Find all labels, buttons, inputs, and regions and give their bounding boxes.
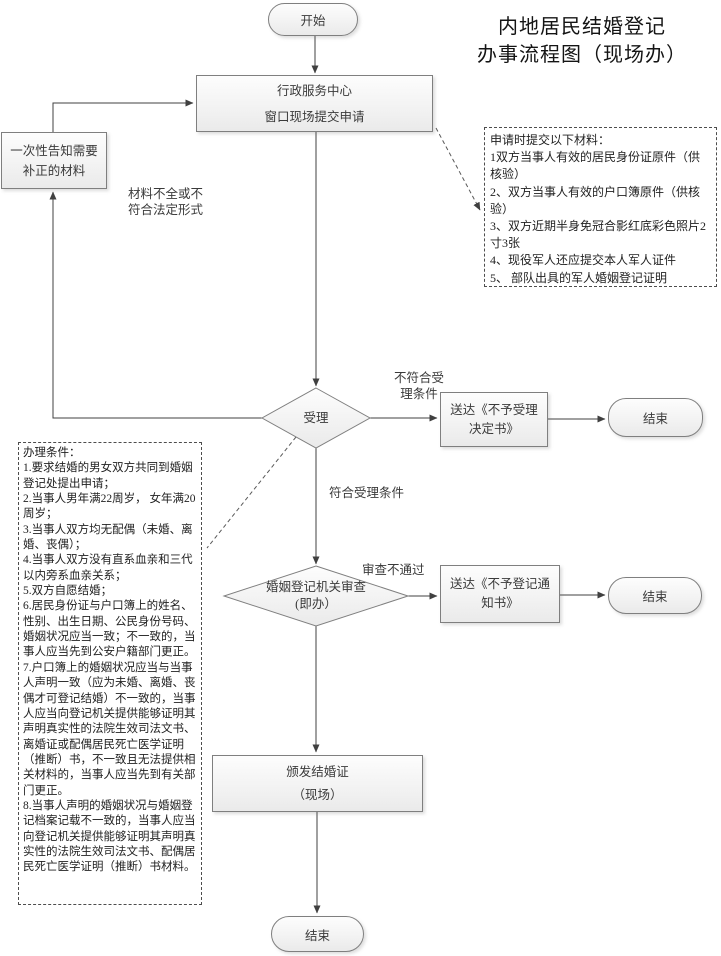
not-meet-line2: 理条件: [400, 387, 438, 401]
incomplete-line1: 材料不全或不: [128, 187, 204, 201]
admin-center-line2: 窗口现场提交申请: [264, 109, 365, 124]
conditions-note-item: 4.当事人双方没有直系血亲和三代以内旁系血亲关系；: [23, 554, 193, 582]
issue-certificate-node: 颁发结婚证 （现场）: [212, 755, 423, 812]
edge-label-incomplete-materials: 材料不全或不 符合法定形式: [128, 186, 203, 218]
review-line2: (即办）: [295, 597, 337, 611]
review-diamond: [222, 565, 410, 627]
conditions-note-title: 办理条件：: [23, 447, 81, 459]
edge-label-meet-conditions: 符合受理条件: [329, 486, 405, 500]
conditions-note-item: 6.居民身份证与户口簿上的姓名、性别、出生日期、公民身份号码、婚姻状况应当一致；…: [23, 600, 196, 659]
end-node-1: 结束: [608, 398, 703, 437]
materials-note-item: 2、双方当事人有效的户口簿原件（供核验）: [490, 184, 701, 216]
conditions-note-item: 2.当事人男年满22周岁， 女年满20周岁；: [23, 493, 196, 521]
issue-certificate-line1: 颁发结婚证: [286, 764, 349, 779]
materials-note-item: 3、双方近期半身免冠合影红底彩色照片2寸3张: [490, 219, 707, 251]
not-meet-line1: 不符合受: [393, 371, 444, 385]
end-node-3: 结束: [271, 916, 364, 952]
end-node-2: 结束: [608, 577, 702, 614]
conditions-note-item: 3.当事人双方均无配偶（未婚、离婚、丧偶）；: [23, 523, 193, 552]
end-node-2-label: 结束: [642, 590, 668, 604]
materials-note: 申请时提交以下材料： 1双方当事人有效的居民身份证原件（供核验） 2、双方当事人…: [484, 127, 717, 287]
start-node: 开始: [268, 3, 358, 36]
edge-label-review-fail: 审查不通过: [362, 563, 425, 577]
page-title-line2: 办事流程图（现场办）: [477, 44, 687, 66]
page-title-line1: 内地居民结婚登记: [498, 16, 666, 38]
accept-diamond: [260, 387, 372, 449]
deliver-not-accept-node: 送达《不予受理 决定书》: [440, 392, 548, 447]
materials-note-item: 1双方当事人有效的居民身份证原件（供核验）: [490, 150, 701, 182]
notify-correction-line1: 一次性告知需要: [10, 143, 98, 158]
end-node-3-label: 结束: [304, 928, 330, 943]
deliver-not-accept-line2: 决定书》: [468, 421, 519, 436]
notify-correction-line2: 补正的材料: [22, 163, 86, 178]
issue-certificate-line2: （现场）: [292, 787, 343, 802]
conditions-note-item: 5.双方自愿结婚；: [23, 585, 113, 598]
accept-text: 受理: [303, 410, 329, 425]
materials-note-item: 5、 部队出具的军人婚姻登记证明: [490, 270, 668, 285]
materials-note-item: 4、现役军人还应提交本人军人证件: [490, 253, 677, 268]
page-title: 内地居民结婚登记 办事流程图（现场办）: [443, 13, 721, 69]
deliver-not-register-node: 送达《不予登记通 知书》: [440, 565, 560, 623]
conditions-note-item: 8.当事人声明的婚姻状况与婚姻登记档案记载不一致的，当事人应当向登记机关提供能够…: [23, 799, 196, 874]
admin-center-line1: 行政服务中心: [276, 83, 352, 98]
deliver-not-register-line1: 送达《不予登记通: [449, 577, 550, 591]
incomplete-line2: 符合法定形式: [128, 203, 204, 217]
conditions-note-item: 7.户口簿上的婚姻状况应当与当事人声明一致（应为未婚、离婚、丧偶才可登记结婚）不…: [23, 661, 196, 797]
edge-label-not-meet-conditions: 不符合受 理条件: [388, 370, 450, 402]
conditions-note: 办理条件： 1.要求结婚的男女双方共同到婚姻登记处提出申请； 2.当事人男年满2…: [18, 442, 202, 905]
review-diamond-label: 婚姻登记机关审查 (即办）: [224, 566, 408, 626]
review-line1: 婚姻登记机关审查: [265, 580, 366, 594]
start-node-label: 开始: [300, 14, 326, 28]
materials-note-title: 申请时提交以下材料：: [490, 133, 611, 147]
conditions-note-item: 1.要求结婚的男女双方共同到婚姻登记处提出申请；: [23, 462, 193, 490]
accept-diamond-label: 受理: [262, 388, 370, 448]
deliver-not-accept-line1: 送达《不予受理: [450, 402, 538, 417]
notify-correction-node: 一次性告知需要 补正的材料: [1, 132, 107, 189]
admin-center-node: 行政服务中心 窗口现场提交申请: [196, 75, 433, 132]
end-node-1-label: 结束: [642, 412, 668, 426]
deliver-not-register-line2: 知书》: [481, 596, 519, 610]
